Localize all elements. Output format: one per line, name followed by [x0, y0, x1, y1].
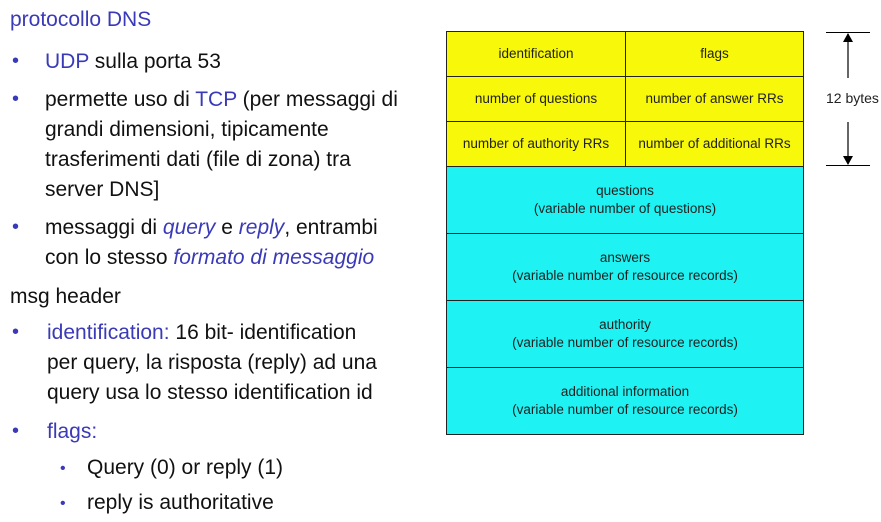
- size-indicator-arrows: [843, 33, 853, 165]
- bullet-marker: •: [12, 321, 20, 343]
- qr-post: , entrambi: [284, 216, 378, 239]
- bullet-marker: •: [12, 420, 20, 442]
- tcp-term: TCP: [195, 88, 237, 111]
- dns-message-format-diagram: identification flags number of questions…: [446, 31, 804, 435]
- identification-term: identification:: [47, 321, 170, 344]
- section-additional-information: additional information (variable number …: [446, 367, 804, 435]
- tcp-bullet-line-3: trasferimenti dati (file di zona) tra: [45, 148, 351, 171]
- tcp-bullet-line-1: permette uso di TCP (per messaggi di: [45, 88, 398, 112]
- format-term: formato di messaggio: [173, 246, 375, 269]
- udp-term: UDP: [45, 50, 89, 73]
- field-number-of-additional-rrs: number of additional RRs: [625, 121, 804, 167]
- identification-line-3: query usa lo stesso identification id: [47, 381, 373, 404]
- section-answers: answers (variable number of resource rec…: [446, 233, 804, 301]
- bullet-marker: •: [12, 216, 20, 238]
- sub-bullet-marker: •: [60, 460, 66, 477]
- sub-bullet-query-reply: Query (0) or reply (1): [87, 456, 284, 479]
- slide-title: protocollo DNS: [10, 8, 152, 31]
- flags-term: flags:: [47, 420, 98, 443]
- bullet-marker: •: [12, 88, 20, 110]
- query-reply-line-1: messaggi di query e reply, entrambi: [45, 216, 378, 240]
- msg-header-label: msg header: [10, 285, 121, 308]
- udp-text: sulla porta 53: [88, 50, 221, 73]
- tcp-bullet-line-2: grandi dimensioni, tipicamente: [45, 118, 329, 141]
- field-number-of-authority-rrs: number of authority RRs: [446, 121, 626, 167]
- section-authority-desc: (variable number of resource records): [512, 335, 738, 350]
- section-authority-title: authority: [599, 317, 651, 332]
- section-additional-title: additional information: [560, 384, 690, 399]
- udp-bullet-line: UDP sulla porta 53: [45, 50, 221, 74]
- size-indicator-label: 12 bytes: [826, 90, 879, 106]
- sub-bullet-authoritative: reply is authoritative: [87, 491, 274, 514]
- size-indicator-top-tick: [826, 32, 870, 33]
- field-identification: identification: [446, 31, 626, 77]
- field-flags: flags: [625, 31, 804, 77]
- reply-term: reply: [238, 216, 285, 239]
- section-authority: authority (variable number of resource r…: [446, 300, 804, 368]
- identification-line-1: identification: 16 bit- identification: [47, 321, 356, 345]
- qr-and: e: [215, 216, 239, 239]
- qr-line2-pre: con lo stesso: [45, 246, 174, 269]
- tcp-bullet-line-4: server DNS]: [45, 178, 160, 201]
- section-questions-desc: (variable number of questions): [533, 201, 717, 216]
- section-questions: questions (variable number of questions): [446, 166, 804, 234]
- arrow-up-head-icon: [843, 33, 853, 42]
- section-answers-desc: (variable number of resource records): [512, 268, 738, 283]
- identification-line1-post: 16 bit- identification: [169, 321, 357, 344]
- section-answers-title: answers: [599, 250, 651, 265]
- sub-bullet-marker: •: [60, 495, 66, 512]
- section-questions-title: questions: [596, 183, 654, 198]
- bullet-marker: •: [12, 50, 20, 72]
- field-number-of-answer-rrs: number of answer RRs: [625, 76, 804, 122]
- section-additional-desc: (variable number of resource records): [512, 402, 738, 417]
- identification-line-2: per query, la risposta (reply) ad una: [47, 351, 377, 374]
- tcp-line1-post: (per messaggi di: [236, 88, 398, 111]
- size-indicator-bottom-tick: [826, 165, 870, 166]
- query-reply-line-2: con lo stesso formato di messaggio: [45, 246, 374, 270]
- field-number-of-questions: number of questions: [446, 76, 626, 122]
- tcp-line1-pre: permette uso di: [45, 88, 196, 111]
- arrow-down-head-icon: [843, 156, 853, 165]
- query-term: query: [162, 216, 216, 239]
- qr-pre: messaggi di: [45, 216, 163, 239]
